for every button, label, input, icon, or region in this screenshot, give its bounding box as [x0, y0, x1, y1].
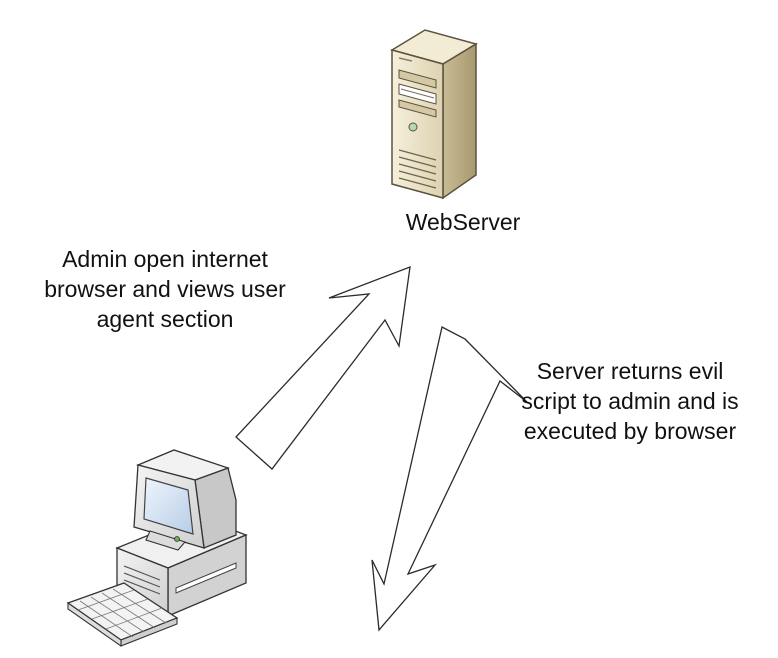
server-label: WebServer [388, 207, 538, 237]
server-label-text: WebServer [405, 209, 521, 235]
response-arrow [371, 326, 528, 632]
response-label-line-3: executed by browser [523, 418, 737, 444]
desktop-computer-icon [66, 449, 248, 648]
request-label: Admin open internet browser and views us… [0, 244, 330, 334]
request-label-line-2: browser and views user [44, 276, 286, 302]
request-label-line-1: Admin open internet [62, 246, 268, 272]
request-arrow [235, 265, 411, 470]
response-label-line-1: Server returns evil [536, 358, 724, 384]
server-tower-icon [390, 29, 478, 200]
response-label: Server returns evil script to admin and … [482, 356, 778, 446]
response-label-line-2: script to admin and is [521, 388, 739, 414]
request-label-line-3: agent section [96, 306, 234, 332]
